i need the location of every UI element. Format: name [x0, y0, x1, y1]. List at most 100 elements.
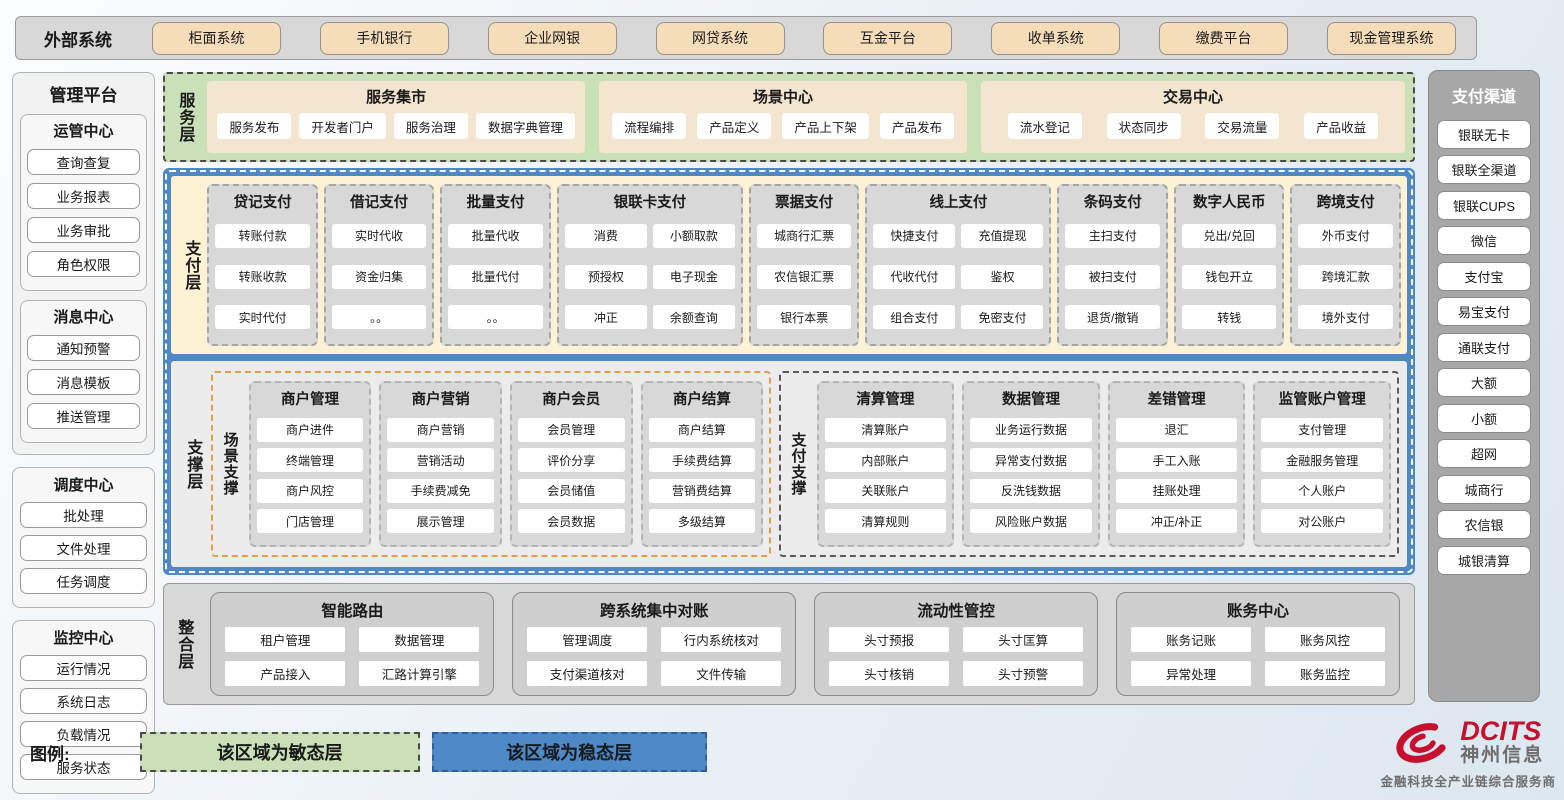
external-system-button[interactable]: 收单系统 [991, 21, 1121, 55]
external-system-button[interactable]: 现金管理系统 [1326, 21, 1456, 55]
payment-item-button[interactable]: 代收代付 [873, 264, 956, 289]
payment-item-button[interactable]: 转账收款 [215, 264, 310, 289]
service-item-button[interactable]: 流程编排 [612, 113, 687, 139]
support-item-button[interactable]: 业务运行数据 [970, 417, 1092, 442]
support-item-button[interactable]: 商户风控 [256, 478, 364, 503]
mgmt-item-button[interactable]: 推送管理 [27, 403, 140, 429]
mgmt-item-button[interactable]: 业务报表 [27, 183, 140, 209]
payment-item-button[interactable]: 电子现金 [652, 264, 735, 289]
service-item-button[interactable]: 状态同步 [1106, 113, 1181, 139]
mgmt-item-button[interactable]: 系统日志 [20, 688, 147, 714]
mgmt-item-button[interactable]: 查询查复 [27, 149, 140, 175]
external-system-button[interactable]: 手机银行 [319, 21, 449, 55]
integration-item-button[interactable]: 文件传输 [661, 661, 782, 686]
support-item-button[interactable]: 商户结算 [648, 417, 756, 442]
external-system-button[interactable]: 柜面系统 [152, 21, 281, 55]
payment-item-button[interactable]: 主扫支付 [1065, 223, 1160, 248]
support-item-button[interactable]: 手工入账 [1115, 448, 1238, 473]
support-item-button[interactable]: 退汇 [1115, 417, 1238, 442]
support-item-button[interactable]: 冲正/补正 [1115, 509, 1238, 534]
payment-item-button[interactable]: 批量代收 [448, 223, 543, 248]
payment-item-button[interactable]: 组合支付 [873, 305, 956, 330]
payment-item-button[interactable]: 城商行汇票 [756, 223, 852, 248]
support-item-button[interactable]: 商户进件 [256, 417, 364, 442]
mgmt-item-button[interactable]: 文件处理 [20, 535, 147, 561]
payment-channel-button[interactable]: 小额 [1437, 403, 1531, 433]
payment-item-button[interactable]: 转钱 [1181, 305, 1277, 330]
support-item-button[interactable]: 会员储值 [517, 478, 625, 503]
mgmt-item-button[interactable]: 角色权限 [27, 251, 140, 277]
payment-channel-button[interactable]: 易宝支付 [1437, 297, 1531, 326]
service-item-button[interactable]: 服务发布 [217, 113, 292, 139]
payment-channel-button[interactable]: 支付宝 [1437, 261, 1531, 291]
payment-item-button[interactable]: 钱包开立 [1181, 264, 1277, 289]
payment-item-button[interactable]: 快捷支付 [873, 223, 956, 248]
integration-item-button[interactable]: 头寸核销 [829, 661, 950, 686]
integration-item-button[interactable]: 数据管理 [359, 627, 480, 652]
payment-channel-button[interactable]: 农信银 [1437, 510, 1531, 539]
support-item-button[interactable]: 内部账户 [824, 448, 947, 473]
payment-channel-button[interactable]: 微信 [1437, 226, 1531, 255]
service-item-button[interactable]: 产品定义 [697, 113, 772, 139]
service-item-button[interactable]: 产品上下架 [782, 113, 869, 139]
support-item-button[interactable]: 多级结算 [648, 509, 756, 534]
payment-item-button[interactable]: 被扫支付 [1065, 264, 1160, 289]
support-item-button[interactable]: 挂账处理 [1115, 478, 1238, 503]
integration-item-button[interactable]: 头寸匡算 [963, 627, 1084, 652]
integration-item-button[interactable]: 异常处理 [1131, 661, 1252, 686]
integration-item-button[interactable]: 管理调度 [527, 627, 648, 652]
support-item-button[interactable]: 门店管理 [256, 509, 364, 534]
integration-item-button[interactable]: 账务记账 [1131, 627, 1252, 652]
mgmt-item-button[interactable]: 业务审批 [27, 217, 140, 243]
support-item-button[interactable]: 会员数据 [517, 509, 625, 534]
support-item-button[interactable]: 商户营销 [387, 417, 494, 442]
mgmt-item-button[interactable]: 服务状态 [20, 754, 147, 780]
payment-item-button[interactable]: 退货/撤销 [1065, 305, 1160, 330]
payment-item-button[interactable]: 余额查询 [652, 305, 735, 330]
payment-channel-button[interactable]: 超网 [1437, 439, 1531, 468]
support-item-button[interactable]: 手续费结算 [648, 448, 756, 473]
support-item-button[interactable]: 评价分享 [517, 448, 625, 473]
payment-item-button[interactable]: 。。 [448, 305, 543, 330]
service-item-button[interactable]: 数据字典管理 [475, 113, 575, 139]
payment-channel-button[interactable]: 通联支付 [1437, 332, 1531, 362]
integration-item-button[interactable]: 汇路计算引擎 [359, 661, 480, 686]
support-item-button[interactable]: 支付管理 [1261, 417, 1384, 442]
support-item-button[interactable]: 个人账户 [1261, 478, 1384, 503]
payment-item-button[interactable]: 充值提现 [961, 223, 1044, 248]
mgmt-item-button[interactable]: 运行情况 [20, 655, 147, 681]
payment-item-button[interactable]: 小额取款 [652, 223, 735, 248]
payment-item-button[interactable]: 资金归集 [331, 264, 427, 289]
payment-channel-button[interactable]: 城银清算 [1437, 545, 1531, 575]
payment-item-button[interactable]: 鉴权 [961, 264, 1044, 289]
support-item-button[interactable]: 异常支付数据 [970, 448, 1092, 473]
service-item-button[interactable]: 服务治理 [393, 113, 468, 139]
service-item-button[interactable]: 交易流量 [1205, 113, 1280, 139]
payment-item-button[interactable]: 农信银汇票 [756, 264, 852, 289]
integration-item-button[interactable]: 头寸预报 [829, 627, 950, 652]
payment-item-button[interactable]: 转账付款 [215, 223, 310, 248]
support-item-button[interactable]: 会员管理 [517, 417, 625, 442]
integration-item-button[interactable]: 头寸预警 [963, 661, 1084, 686]
payment-channel-button[interactable]: 大额 [1437, 368, 1531, 397]
mgmt-item-button[interactable]: 通知预警 [27, 335, 140, 361]
payment-channel-button[interactable]: 银联CUPS [1437, 190, 1531, 220]
payment-channel-button[interactable]: 银联无卡 [1437, 119, 1531, 149]
support-item-button[interactable]: 清算规则 [824, 509, 947, 534]
integration-item-button[interactable]: 账务监控 [1265, 661, 1386, 686]
service-item-button[interactable]: 产品收益 [1304, 113, 1379, 139]
payment-item-button[interactable]: 跨境汇款 [1298, 264, 1393, 289]
integration-item-button[interactable]: 行内系统核对 [661, 627, 782, 652]
payment-item-button[interactable]: 冲正 [564, 305, 647, 330]
service-item-button[interactable]: 产品发布 [879, 113, 954, 139]
support-item-button[interactable]: 清算账户 [824, 417, 947, 442]
support-item-button[interactable]: 营销活动 [387, 448, 494, 473]
support-item-button[interactable]: 终端管理 [256, 448, 364, 473]
payment-item-button[interactable]: 实时代付 [215, 305, 310, 330]
payment-item-button[interactable]: 实时代收 [331, 223, 427, 248]
support-item-button[interactable]: 营销费结算 [648, 478, 756, 503]
mgmt-item-button[interactable]: 负载情况 [20, 721, 147, 747]
support-item-button[interactable]: 展示管理 [387, 509, 494, 534]
payment-item-button[interactable]: 境外支付 [1298, 305, 1393, 330]
support-item-button[interactable]: 风险账户数据 [970, 509, 1092, 534]
